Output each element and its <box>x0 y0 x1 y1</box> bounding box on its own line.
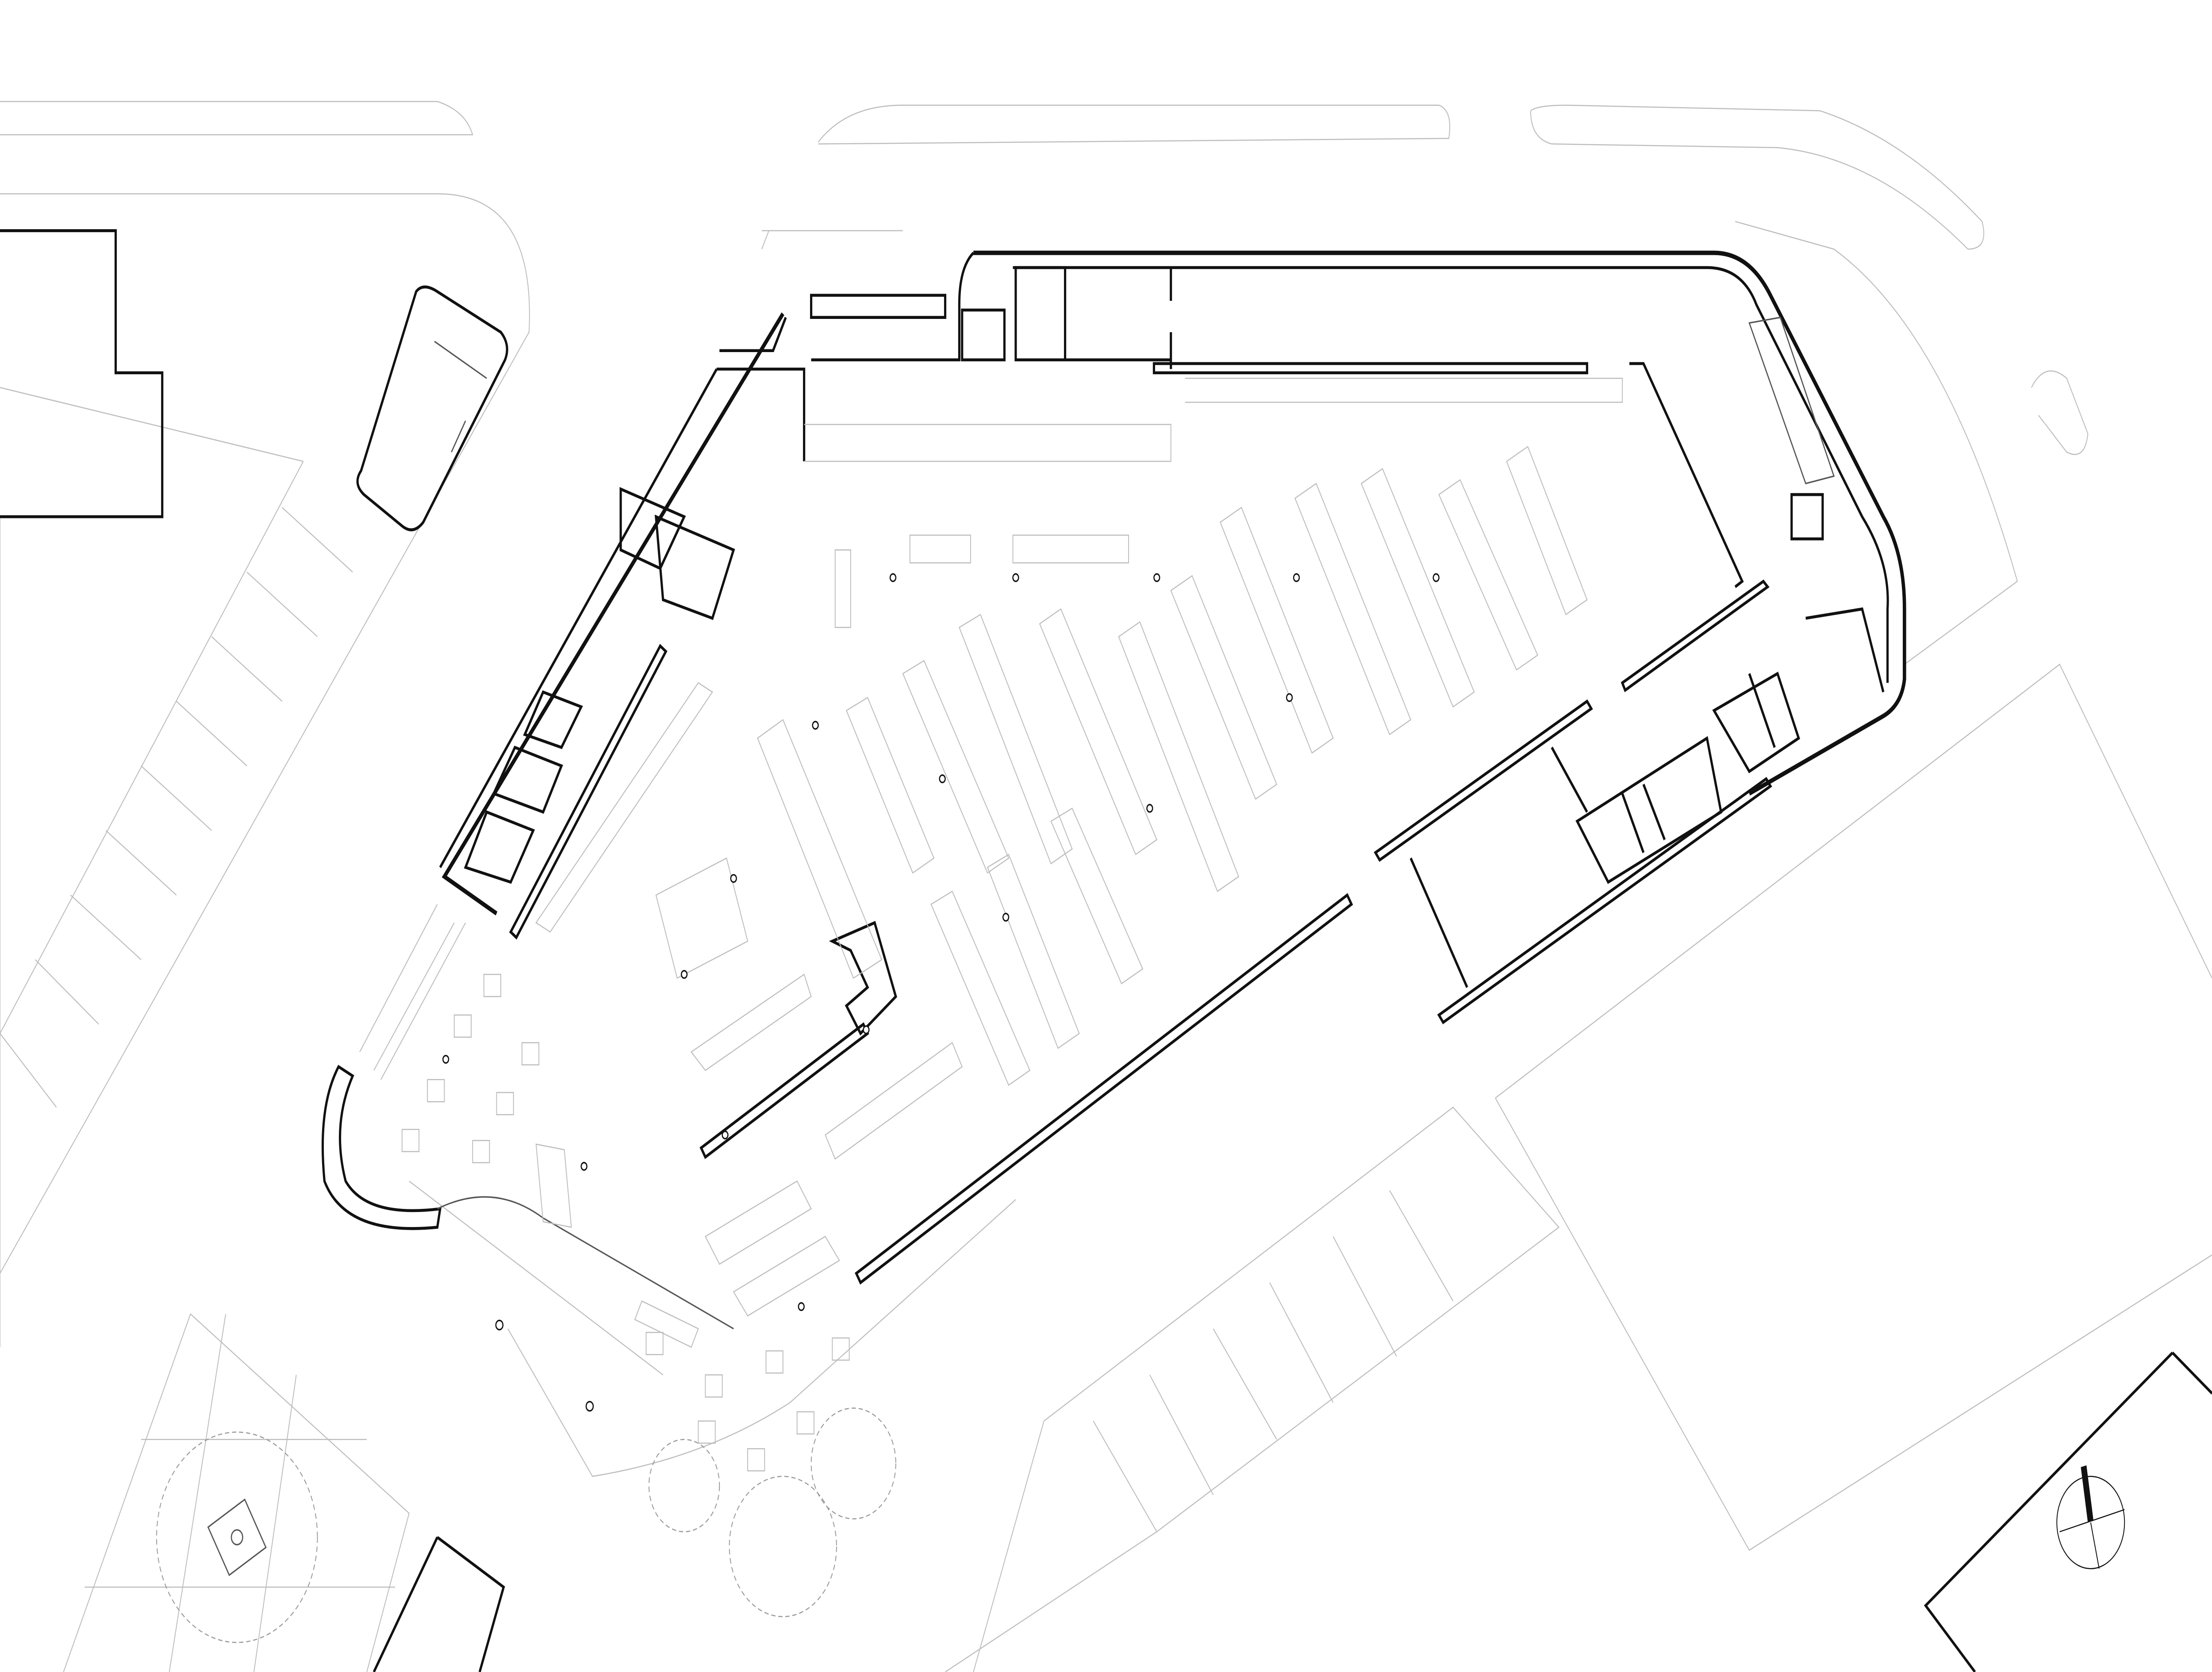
outdoor-seating <box>359 904 850 1472</box>
north-arrow-icon <box>2056 1465 2125 1569</box>
street-curbs <box>0 101 2089 455</box>
trees <box>156 1407 896 1643</box>
site-context-lines <box>0 193 2212 1672</box>
structural-columns <box>442 573 1440 1412</box>
neighbouring-buildings <box>0 229 2212 1672</box>
market-building-walls <box>321 250 1906 1330</box>
shelving-units <box>535 378 1623 1348</box>
